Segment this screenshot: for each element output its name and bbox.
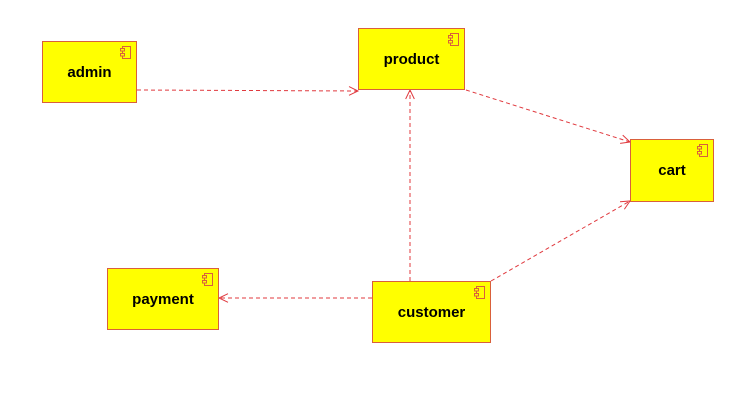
dependency-admin-to-product [136, 86, 360, 96]
component-product[interactable]: product [358, 28, 465, 90]
component-label: payment [132, 290, 194, 308]
dependency-customer-to-product [405, 88, 415, 281]
component-cart[interactable]: cart [630, 139, 714, 202]
component-label: product [383, 50, 440, 68]
component-customer[interactable]: customer [372, 281, 491, 343]
uml-component-icon [202, 273, 213, 286]
dependency-product-to-cart [465, 89, 632, 144]
component-payment[interactable]: payment [107, 268, 219, 330]
open-arrowhead [619, 200, 631, 210]
uml-component-icon [120, 46, 131, 59]
dependency-customer-to-cart [490, 200, 631, 282]
open-arrowhead [348, 86, 360, 96]
component-admin[interactable]: admin [42, 41, 137, 103]
component-label: admin [67, 63, 112, 81]
uml-component-icon [474, 286, 485, 299]
uml-component-icon [448, 33, 459, 46]
dependency-customer-to-payment [217, 293, 372, 303]
component-label: cart [658, 162, 686, 179]
uml-component-icon [697, 144, 708, 157]
open-arrowhead [217, 293, 229, 303]
open-arrowhead [405, 88, 415, 100]
component-label: customer [397, 303, 466, 321]
